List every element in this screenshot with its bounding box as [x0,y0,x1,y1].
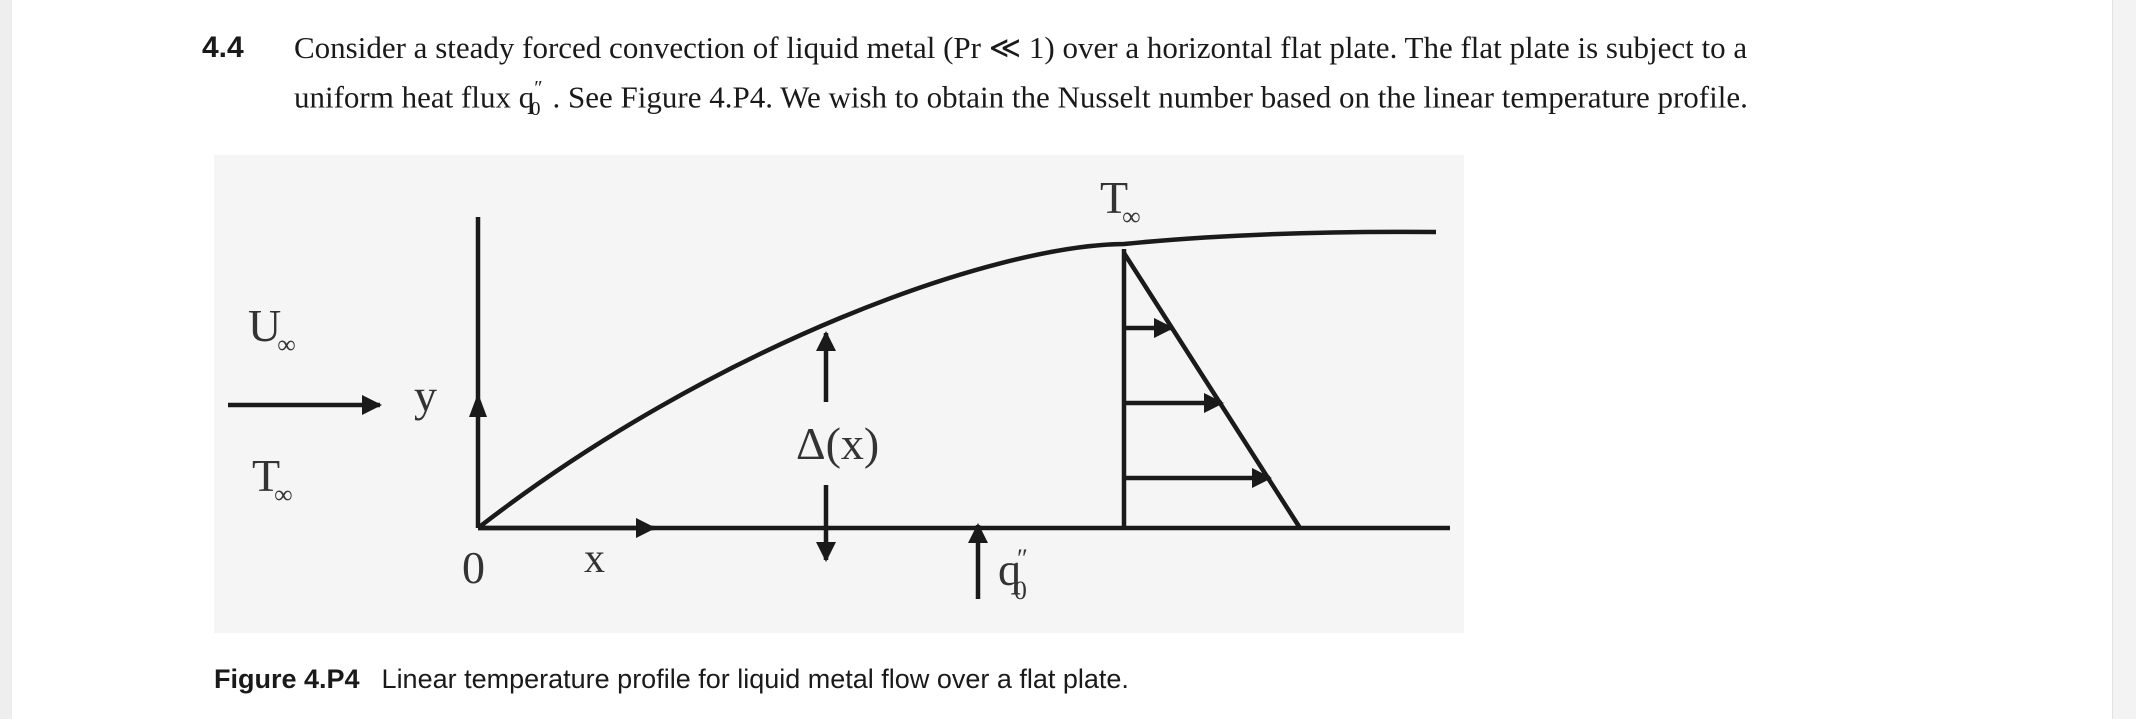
problem-line-2: uniform heat flux q″0. See Figure 4.P4. … [294,69,1994,131]
problem-line-2-start: uniform heat flux q [294,79,535,115]
problem-text: Consider a steady forced convection of l… [294,26,1994,131]
document-page: 4.4 Consider a steady forced convection … [12,0,2112,719]
problem-line-1: Consider a steady forced convection of l… [294,30,1748,65]
origin-label: 0 [462,542,485,593]
freestream-temp-label-top: T∞ [1100,172,1141,231]
heat-flux-symbol: ″0 [531,77,552,120]
problem-number: 4.4 [202,31,244,64]
heat-flux-prime: ″ [534,77,543,99]
delta-label: Δ(x) [796,418,880,469]
figure-caption: Figure 4.P4 Linear temperature profile fo… [214,664,1129,695]
y-axis-arrowhead [469,393,487,417]
heat-flux-subscript: 0 [530,97,541,120]
x-axis-label: x [584,536,605,582]
problem-line-2-end: . See Figure 4.P4. We wish to obtain the… [552,79,1748,115]
thermal-boundary-layer-curve [476,229,1437,530]
y-axis-label: y [414,370,437,421]
profile-diagonal-line [1122,251,1302,530]
freestream-velocity-label: U∞ [248,300,296,359]
scrollbar-track[interactable] [2112,0,2136,719]
caption-text: Linear temperature profile for liquid me… [381,664,1129,694]
heat-flux-label: q″0 [998,544,1028,605]
caption-number: Figure 4.P4 [214,664,360,694]
figure-diagram: U∞ T∞ T∞ y x 0 Δ(x) q″0 [214,155,1464,633]
diagram-svg [228,217,1450,599]
freestream-temp-label-left: T∞ [252,450,293,509]
